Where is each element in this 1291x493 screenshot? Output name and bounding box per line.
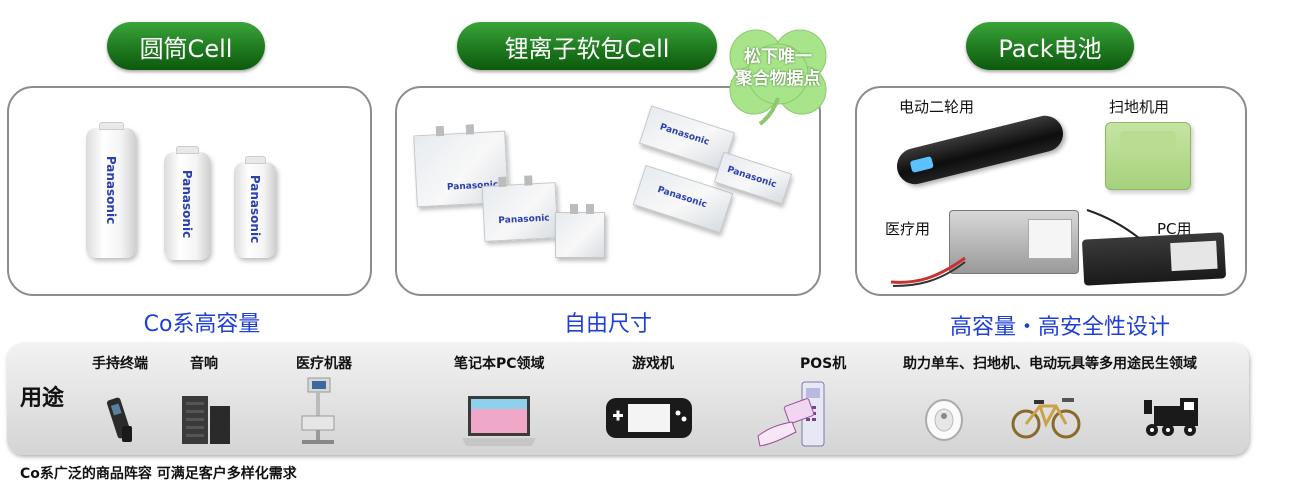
ebike-battery-image: [893, 111, 1067, 189]
speaker-icon: [182, 396, 230, 444]
usage-label-game: 游戏机: [632, 356, 674, 372]
medical-cable-image: [890, 256, 966, 287]
medical-battery-image: [949, 210, 1079, 274]
laptop-icon: [462, 396, 536, 446]
usage-label-notebook: 笔记本PC领域: [454, 356, 545, 372]
panel-cylinder: Panasonic Panasonic Panasonic: [7, 86, 372, 296]
pack-label-robot: 扫地机用: [1109, 98, 1170, 116]
usage-label-medical: 医疗机器: [296, 356, 352, 372]
robot-vacuum-icon: [925, 399, 963, 441]
bicycle-icon: [1011, 398, 1081, 439]
pos-terminal-icon: [757, 381, 825, 447]
category-title-cylinder: 圆筒Cell: [107, 22, 265, 70]
cylinder-cell-medium: Panasonic: [164, 146, 210, 260]
game-console-icon: [606, 398, 692, 438]
pack-label-medical: 医疗用: [885, 220, 931, 238]
usage-label-pos: POS机: [800, 356, 847, 372]
toy-train-icon: [1144, 398, 1198, 436]
pc-cable-image: [1086, 209, 1140, 239]
robot-battery-image: [1105, 122, 1191, 190]
clover-badge-text: 松下唯一 聚合物据点: [735, 47, 821, 89]
cylinder-cell-small: Panasonic: [234, 156, 276, 258]
feature-cylinder: Co系高容量: [143, 312, 261, 337]
feature-pouch: 自由尺寸: [563, 312, 652, 337]
category-title-pouch: 锂离子软包Cell: [457, 22, 717, 70]
pack-label-ebike: 电动二轮用: [899, 98, 975, 116]
pouch-cell-3: [555, 204, 605, 258]
medical-device-icon: [301, 377, 335, 444]
pouch-cell-2: Panasonic: [481, 175, 559, 242]
panel-pouch: Panasonic Panasonic Panasonic Panasonic …: [395, 86, 821, 296]
category-title-pack: Pack电池: [966, 22, 1134, 70]
usage-label-audio: 音响: [190, 356, 218, 372]
cylinder-cell-large: Panasonic: [86, 122, 136, 258]
usage-label-consumer: 助力单车、扫地机、电动玩具等多用途民生领域: [903, 356, 1197, 372]
clover-badge-icon: [729, 29, 827, 126]
handheld-terminal-icon: [106, 397, 132, 442]
panel-pack: 电动二轮用 扫地机用 医疗用 PC用: [855, 86, 1247, 296]
usage-title: 用途: [20, 386, 65, 411]
footer-note: Co系广泛的商品阵容 可满足客户多样化需求: [20, 466, 297, 482]
feature-pack: 高容量・高安全性设计: [949, 315, 1170, 340]
usage-label-handheld: 手持终端: [92, 356, 148, 372]
